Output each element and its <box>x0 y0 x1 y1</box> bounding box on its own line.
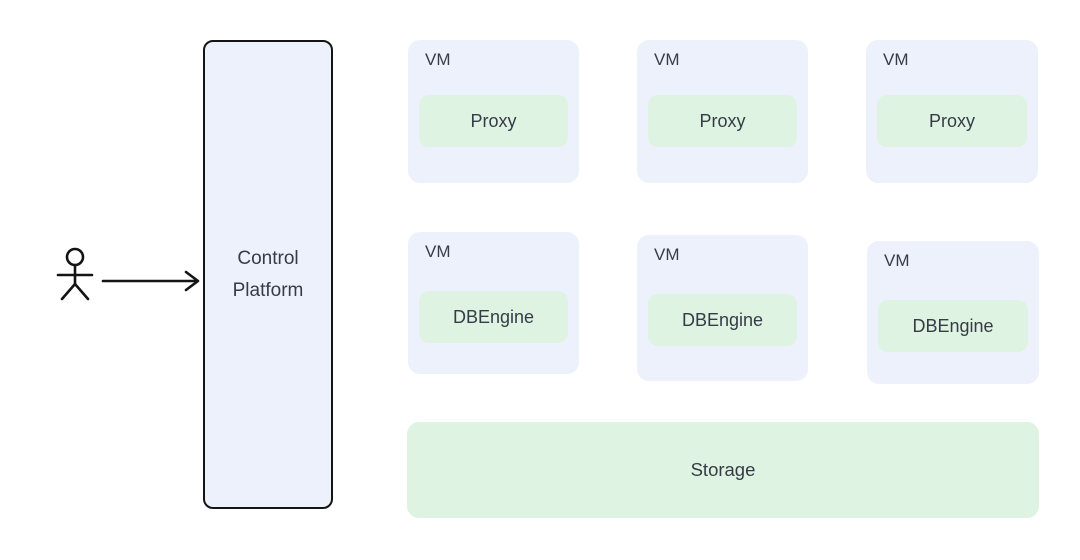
vm-node-dbengine-2: VM DBEngine <box>637 235 808 381</box>
vm-node-proxy-1: VM Proxy <box>408 40 579 183</box>
control-platform-label: Control Platform <box>232 247 304 301</box>
service-label: Proxy <box>928 110 975 131</box>
vm-label: VM <box>654 245 680 264</box>
dbengine-pill: DBEngine <box>419 291 568 343</box>
storage-node: Storage <box>407 422 1039 518</box>
vm-node-proxy-3: VM Proxy <box>866 40 1038 183</box>
service-label: DBEngine <box>681 309 764 330</box>
service-label: DBEngine <box>452 306 535 327</box>
control-platform-node: Control Platform <box>203 40 333 509</box>
actor-icon <box>56 247 94 301</box>
vm-label: VM <box>425 50 451 69</box>
vm-label: VM <box>883 50 909 69</box>
proxy-pill: Proxy <box>877 95 1027 147</box>
vm-node-dbengine-3: VM DBEngine <box>867 241 1039 384</box>
vm-label: VM <box>425 242 451 261</box>
storage-label: Storage <box>690 459 756 480</box>
proxy-pill: Proxy <box>419 95 568 147</box>
dbengine-pill: DBEngine <box>648 294 797 346</box>
proxy-pill: Proxy <box>648 95 797 147</box>
dbengine-pill: DBEngine <box>878 300 1028 352</box>
vm-node-dbengine-1: VM DBEngine <box>408 232 579 374</box>
service-label: Proxy <box>699 110 746 131</box>
service-label: DBEngine <box>912 315 994 336</box>
actor-to-platform-arrow <box>101 270 200 292</box>
vm-label: VM <box>884 251 910 270</box>
service-label: Proxy <box>470 110 517 131</box>
vm-label: VM <box>654 50 680 69</box>
vm-node-proxy-2: VM Proxy <box>637 40 808 183</box>
